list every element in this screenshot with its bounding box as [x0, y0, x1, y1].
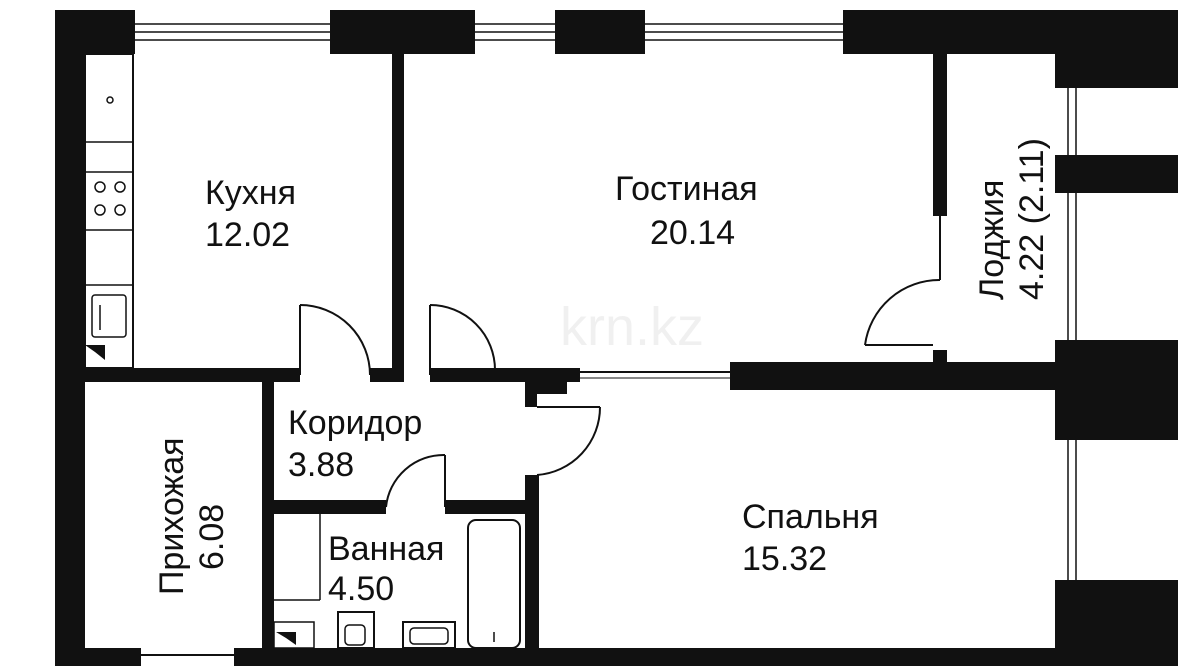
- bathroom-area: 4.50: [328, 570, 394, 608]
- hallway-area: 6.08: [193, 504, 231, 570]
- bathroom-fixtures: [273, 514, 521, 649]
- bedroom-door: [536, 406, 602, 476]
- kitchen-sink-icon: [91, 294, 127, 338]
- window-top-1: [135, 23, 330, 41]
- living-name: Гостиная: [615, 170, 758, 208]
- windows: [135, 23, 1077, 580]
- toilet-icon: [337, 611, 375, 649]
- stove-burner-icon: [94, 181, 106, 193]
- watermark-text: krn.kz: [560, 297, 704, 357]
- window-right-1: [1067, 88, 1077, 155]
- bathtub-icon: [467, 519, 521, 649]
- window-top-3: [645, 23, 843, 41]
- loggia-door: [864, 216, 941, 346]
- living-area: 20.14: [650, 214, 735, 252]
- bathroom-door: [385, 453, 446, 508]
- entrance-door: [139, 648, 236, 666]
- corridor-name: Коридор: [288, 404, 422, 442]
- kitchen-fixtures: [84, 53, 134, 369]
- corridor-area: 3.88: [288, 446, 354, 484]
- window-right-2: [1067, 193, 1077, 340]
- living-door: [429, 304, 496, 375]
- washbasin-icon: [402, 621, 456, 649]
- bedroom-area: 15.32: [742, 540, 827, 578]
- window-top-2: [475, 23, 555, 41]
- kitchen-name: Кухня: [205, 174, 296, 212]
- kitchen-door: [299, 304, 371, 376]
- loggia-area: 4.22 (2.11): [1013, 138, 1051, 300]
- loggia-name: Лоджия: [973, 180, 1011, 300]
- bedroom-name: Спальня: [742, 498, 879, 536]
- hallway-name: Прихожая: [153, 437, 191, 595]
- doors: [139, 216, 941, 666]
- kitchen-area: 12.02: [205, 216, 290, 254]
- interior-walls: [85, 54, 1055, 666]
- outer-walls: [55, 10, 1178, 666]
- window-right-3: [1067, 440, 1077, 580]
- room-labels: Кухня 12.02 Гостиная 20.14 Коридор 3.88 …: [153, 138, 1051, 608]
- bathroom-name: Ванная: [328, 530, 444, 568]
